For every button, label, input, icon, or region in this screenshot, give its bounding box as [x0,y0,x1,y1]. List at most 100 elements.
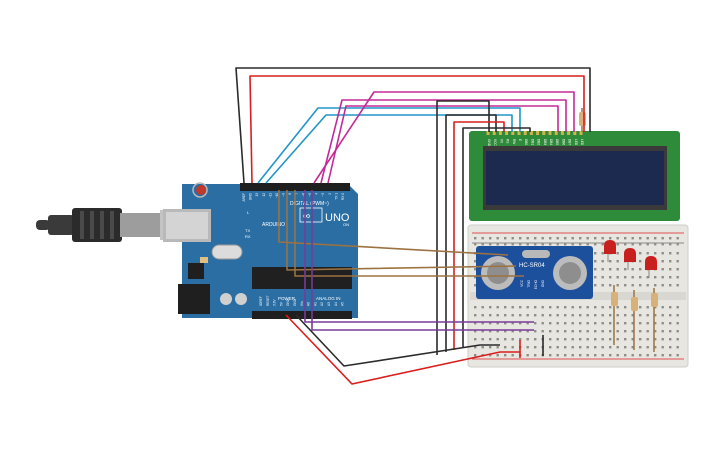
breadboard-hole [556,243,559,246]
breadboard-hole [646,354,649,357]
breadboard-hole [631,284,634,287]
breadboard-hole [624,322,627,325]
breadboard-hole [564,354,567,357]
breadboard-hole [616,260,619,263]
breadboard-hole [549,338,552,341]
breadboard-hole [519,330,522,333]
wire-brown-2 [286,190,517,271]
resistor-2 [631,290,638,350]
lcd-pin [573,131,577,135]
breadboard-hole [579,338,582,341]
breadboard-hole [601,243,604,246]
breadboard-hole [609,260,612,263]
breadboard-hole [594,276,597,279]
breadboard-hole [616,243,619,246]
breadboard-hole [489,322,492,325]
breadboard-hole [586,237,589,240]
breadboard-hole [661,243,664,246]
lcd-pin [523,131,527,135]
breadboard-hole [616,354,619,357]
breadboard-hole [481,322,484,325]
breadboard-hole [564,330,567,333]
breadboard-hole [504,322,507,325]
breadboard-hole [646,276,649,279]
breadboard-hole [489,354,492,357]
breadboard-hole [609,346,612,349]
digital-pin-label: ~10 [275,193,279,199]
sensor-pin-label: GND [541,279,545,287]
breadboard-hole [616,252,619,255]
breadboard-hole [594,346,597,349]
breadboard-hole [571,330,574,333]
breadboard-hole [579,237,582,240]
breadboard-hole [579,306,582,309]
breadboard-hole [624,338,627,341]
breadboard-hole [496,346,499,349]
wire-black-lcd-2 [445,114,497,352]
breadboard-hole [601,260,604,263]
breadboard-hole [474,237,477,240]
breadboard-hole [676,237,679,240]
lcd-pin [486,131,490,135]
breadboard-hole [661,252,664,255]
breadboard-hole [496,314,499,317]
breadboard-hole [571,243,574,246]
breadboard-hole [639,330,642,333]
breadboard-hole [504,346,507,349]
breadboard-hole [586,354,589,357]
breadboard-hole [579,354,582,357]
breadboard-hole [489,330,492,333]
breadboard-hole [534,306,537,309]
breadboard-hole [534,314,537,317]
breadboard-hole [601,322,604,325]
breadboard-hole [631,338,634,341]
breadboard-hole [601,338,604,341]
breadboard-hole [624,306,627,309]
lcd-pin-label: DB5 [555,139,559,145]
breadboard-hole [556,306,559,309]
wire-purple-2 [311,190,534,331]
breadboard-hole [669,243,672,246]
lcd-pin-label: RW [512,139,516,144]
breadboard-hole [676,314,679,317]
breadboard-hole [639,243,642,246]
breadboard-hole [534,346,537,349]
lcd-pin [498,131,502,135]
arduino-board: ∞ UNO ARDUINO DIGITAL (PWM~) POWER ANALO… [163,182,358,319]
breadboard-hole [474,260,477,263]
breadboard-hole [564,338,567,341]
breadboard-hole [661,354,664,357]
breadboard-hole [661,268,664,271]
breadboard-hole [639,354,642,357]
breadboard-hole [601,346,604,349]
breadboard-hole [616,237,619,240]
breadboard-hole [556,330,559,333]
breadboard-hole [571,338,574,341]
breadboard-hole [511,346,514,349]
breadboard-hole [624,276,627,279]
digital-pin-label: AREF [242,193,246,202]
breadboard-hole [601,284,604,287]
lcd-pin [560,131,564,135]
breadboard-hole [481,330,484,333]
breadboard-hole [541,237,544,240]
breadboard-hole [594,354,597,357]
breadboard-hole [511,330,514,333]
breadboard-hole [661,338,664,341]
breadboard-hole [639,284,642,287]
breadboard-hole [661,314,664,317]
lcd-pin [517,131,521,135]
breadboard-hole [631,314,634,317]
lcd-pin-label: GND [487,139,491,147]
breadboard-hole [564,306,567,309]
breadboard-hole [489,338,492,341]
breadboard-hole [594,338,597,341]
breadboard-hole [676,260,679,263]
reset-button-icon[interactable] [196,185,206,195]
digital-pin-label: TX 1 [334,193,338,200]
breadboard-hole [474,338,477,341]
wire-brown-1 [278,190,509,256]
breadboard-hole [669,276,672,279]
breadboard-hole [519,314,522,317]
